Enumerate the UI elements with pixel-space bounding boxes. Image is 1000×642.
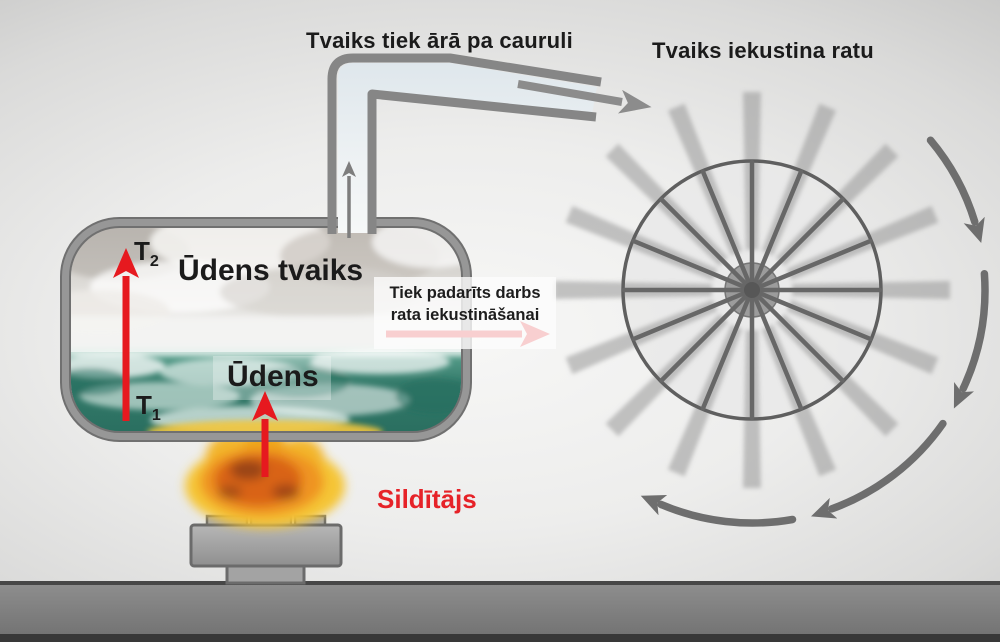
wheel: [554, 92, 950, 488]
rotation-arrow-icon: [640, 495, 797, 527]
rotation-arrow-icon: [926, 136, 985, 243]
water-label: Ūdens: [227, 360, 319, 393]
rotation-arrow-icon: [811, 419, 947, 519]
heater-label: Sildītājs: [377, 484, 477, 514]
work-note-box: Tiek padarīts darbs rata iekustināšanai: [374, 277, 556, 349]
rotation-arrow-icon: [953, 269, 989, 409]
work-note-text: Tiek padarīts darbs rata iekustināšanai: [389, 284, 541, 324]
temperature-upper-label: T2: [134, 236, 159, 271]
pipe-title: Tvaiks tiek ārā pa cauruli: [306, 28, 573, 53]
pipe: [327, 53, 602, 234]
wheel-title: Tvaiks iekustina ratu: [652, 38, 874, 63]
wheel-spokes: [621, 159, 883, 421]
steam-label: Ūdens tvaiks: [178, 254, 364, 287]
ground: [0, 581, 1000, 642]
steam-out-arrow-icon: [517, 80, 652, 114]
rotation-arrows: [640, 136, 989, 527]
temperature-lower-label: T1: [136, 390, 161, 425]
boiler-tank: [60, 217, 472, 442]
